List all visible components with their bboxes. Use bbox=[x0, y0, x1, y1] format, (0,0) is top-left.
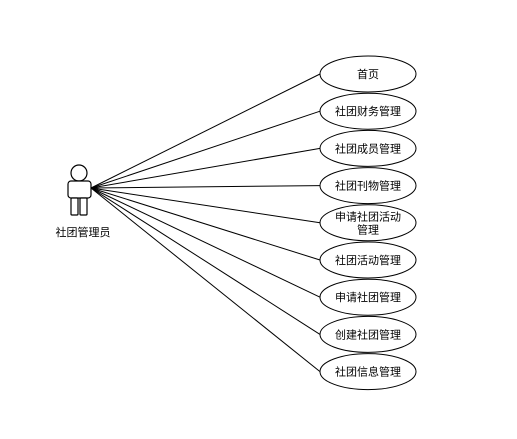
use-case-ellipse bbox=[319, 278, 417, 316]
association-line bbox=[90, 187, 321, 224]
use-case-label: 申请社团活动 bbox=[335, 209, 401, 223]
use-case: 社团成员管理 bbox=[319, 129, 417, 167]
use-case-list: 首页社团财务管理社团成员管理社团刊物管理申请社团活动管理社团活动管理申请社团管理… bbox=[319, 55, 417, 391]
use-case-label: 社团成员管理 bbox=[335, 141, 401, 155]
use-case: 申请社团管理 bbox=[319, 278, 417, 316]
use-case-label: 申请社团管理 bbox=[335, 290, 401, 304]
use-case-ellipse bbox=[319, 353, 417, 391]
actor-right-leg bbox=[79, 197, 88, 216]
actor-head bbox=[70, 164, 88, 182]
use-case-ellipse bbox=[319, 204, 417, 242]
association-lines bbox=[90, 73, 321, 372]
use-case-ellipse bbox=[319, 241, 417, 279]
use-case: 创建社团管理 bbox=[319, 315, 417, 353]
actor-left-leg bbox=[70, 197, 79, 216]
use-case-ellipse bbox=[319, 315, 417, 353]
actor-label: 社团管理员 bbox=[56, 225, 111, 239]
use-case: 首页 bbox=[319, 55, 417, 93]
use-case-label: 社团刊物管理 bbox=[335, 179, 401, 193]
use-case-ellipse bbox=[319, 129, 417, 167]
use-case: 社团信息管理 bbox=[319, 353, 417, 391]
use-case: 社团财务管理 bbox=[319, 92, 417, 130]
association-line bbox=[90, 73, 321, 189]
use-case-label: 管理 bbox=[357, 222, 379, 236]
association-line bbox=[90, 187, 321, 261]
association-line bbox=[90, 187, 321, 372]
association-line bbox=[90, 185, 321, 189]
use-case: 社团刊物管理 bbox=[319, 167, 417, 205]
actor-body bbox=[67, 180, 92, 199]
use-case: 社团活动管理 bbox=[319, 241, 417, 279]
use-case-ellipse bbox=[319, 55, 417, 93]
use-case-label: 社团信息管理 bbox=[335, 365, 401, 379]
use-case-label: 社团财务管理 bbox=[335, 104, 401, 118]
use-case-label: 社团活动管理 bbox=[335, 253, 401, 267]
actor-figure: 社团管理员 bbox=[56, 164, 111, 239]
use-case-ellipse bbox=[319, 167, 417, 205]
association-line bbox=[90, 147, 321, 189]
use-case-ellipse bbox=[319, 92, 417, 130]
use-case-label: 创建社团管理 bbox=[335, 327, 401, 341]
use-case-label: 首页 bbox=[357, 67, 379, 81]
association-line bbox=[90, 110, 321, 189]
association-line bbox=[90, 187, 321, 335]
association-line bbox=[90, 187, 321, 298]
